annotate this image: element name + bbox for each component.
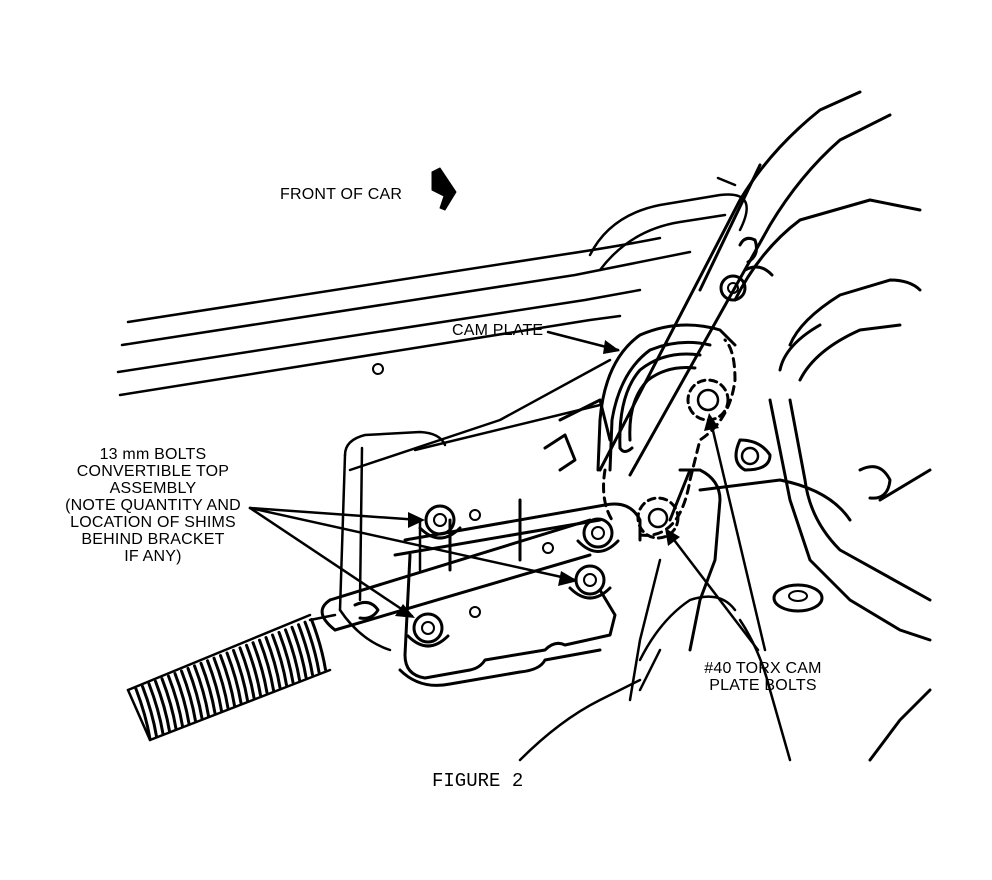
bolts-13mm-callout: 13 mm BOLTS CONVERTIBLE TOP ASSEMBLY (NO… [40,446,266,565]
link-arm [598,90,922,477]
torx-leader-1 [708,416,767,652]
washer-right [772,583,824,613]
figure-caption: FIGURE 2 [432,770,524,792]
bolts-13mm-line-2: CONVERTIBLE TOP [76,463,230,480]
front-of-car-arrow-icon [431,167,457,211]
cam-plate [543,323,737,472]
cam-plate-label: CAM PLATE [452,322,544,339]
leader-lines [248,330,767,652]
bolts-leader-2 [248,506,577,582]
bolts-leader-3 [248,506,414,618]
bolts-13mm-line-6: BEHIND BRACKET [81,531,225,548]
torx-leader-2 [666,530,760,652]
cam-plate-leader-arrowhead [603,340,620,354]
torx-bolts-line-1: #40 TORX CAM [704,660,822,677]
coil-spring [126,613,337,742]
torx-bolt-upper [686,378,730,422]
cam-plate-dashed-outline [602,338,737,537]
torx-bolts-line-2: PLATE BOLTS [709,677,817,694]
bolts-leader-1 [248,506,422,522]
bolt-link-pivot [576,517,620,553]
bolt-13mm-upper [418,504,462,540]
bolts-13mm-line-3: ASSEMBLY [109,480,197,497]
bolts-13mm-line-5: LOCATION OF SHIMS [70,514,236,531]
front-of-car-label: FRONT OF CAR [280,186,403,203]
spring-rod [320,518,592,632]
bolts-13mm-line-1: 13 mm BOLTS [99,446,207,463]
bolt-13mm-middle [568,564,612,600]
bolts-13mm-line-7: IF ANY) [124,548,182,565]
torx-bolts-callout: #40 TORX CAM PLATE BOLTS [688,660,838,694]
bolt-13mm-lower [406,612,450,648]
bolts-13mm-line-4: (NOTE QUANTITY AND [65,497,241,514]
trim-edge [518,558,792,762]
body-rails [116,176,748,472]
right-body-panel [668,278,932,762]
